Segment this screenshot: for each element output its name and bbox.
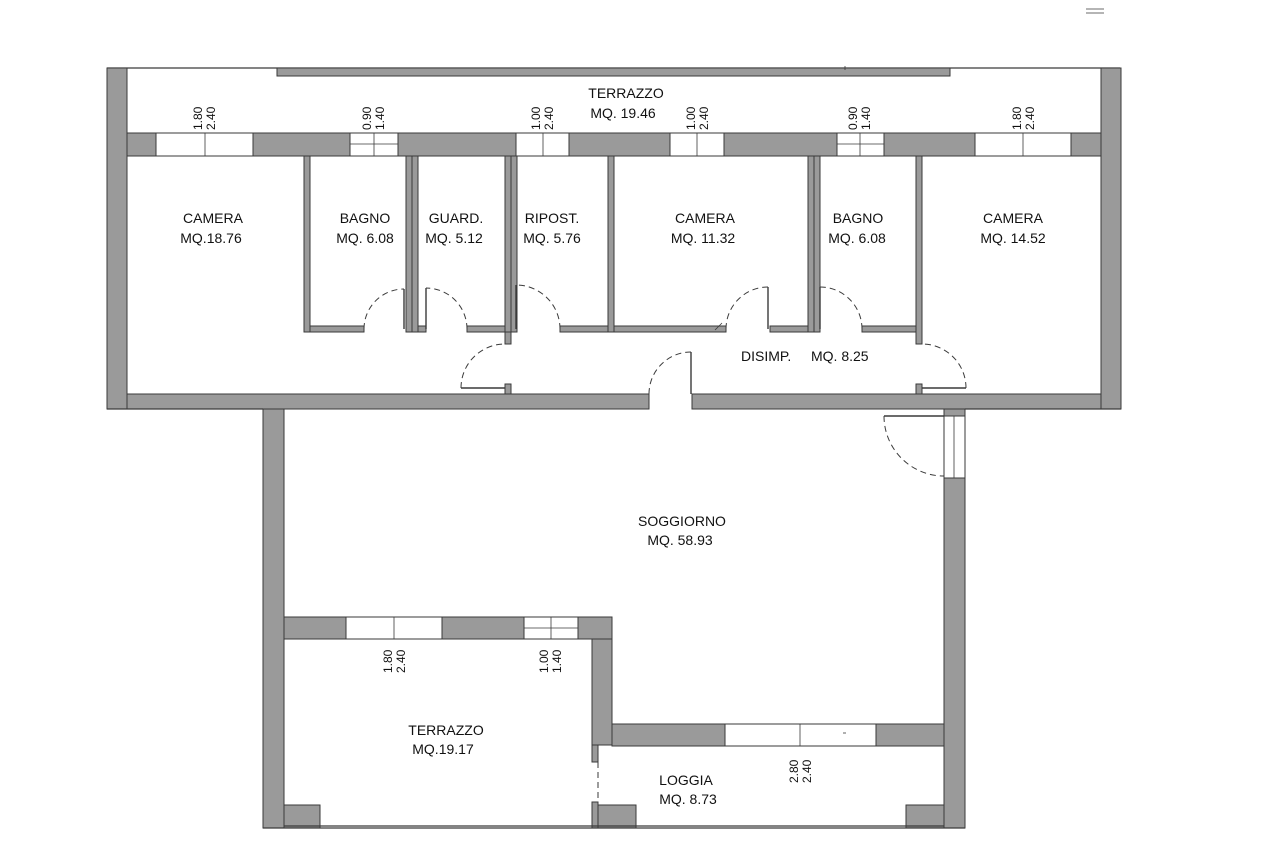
camera-3-name: CAMERA	[983, 210, 1044, 226]
dim-w4-b: 2.40	[697, 106, 711, 130]
dim-w9-a: 2.80	[787, 759, 801, 783]
bagno-2-name: BAGNO	[833, 210, 884, 226]
dim-w7-a: 1.80	[381, 649, 395, 673]
dim-w8-a: 1.00	[537, 649, 551, 673]
terrace-wall	[126, 132, 1102, 157]
guard-area: MQ. 5.12	[425, 230, 483, 246]
dim-w6-a: 1.80	[1010, 106, 1024, 130]
dim-w1-b: 2.40	[204, 106, 218, 130]
upper-terrace-outline	[107, 66, 1120, 77]
guard-name: GUARD.	[429, 210, 483, 226]
soggiorno-name: SOGGIORNO	[638, 513, 726, 529]
loggia-area: MQ. 8.73	[659, 791, 717, 807]
corridor-wall	[107, 393, 1121, 410]
bagno-2-area: MQ. 6.08	[828, 230, 886, 246]
disimp-name: DISIMP.	[741, 348, 791, 364]
terrazzo-bottom-name: TERRAZZO	[408, 722, 484, 738]
soggiorno-area: MQ. 58.93	[647, 532, 713, 548]
corner-mark	[1086, 8, 1104, 14]
ripost-area: MQ. 5.76	[523, 230, 581, 246]
window-dimensions: 1.80 2.40 0.90 1.40 1.00 2.40 1.00 2.40 …	[191, 106, 1037, 783]
dim-w3-a: 1.00	[529, 106, 543, 130]
camera-1-area: MQ.18.76	[180, 230, 242, 246]
camera-2-area: MQ. 11.32	[671, 230, 736, 246]
terrazzo-bottom-area: MQ.19.17	[412, 741, 474, 757]
interior-partitions	[303, 155, 923, 395]
dim-w2-a: 0.90	[360, 106, 374, 130]
bagno-1-name: BAGNO	[340, 210, 391, 226]
camera-3-area: MQ. 14.52	[980, 230, 1046, 246]
terrace-windows	[155, 132, 1072, 157]
west-wall	[106, 67, 128, 410]
camera-1-name: CAMERA	[183, 210, 244, 226]
dim-w1-a: 1.80	[191, 106, 205, 130]
dim-w3-b: 2.40	[542, 106, 556, 130]
loggia-name: LOGGIA	[659, 772, 713, 788]
lower-walls	[262, 408, 966, 829]
dim-w6-b: 2.40	[1023, 106, 1037, 130]
dim-w2-b: 1.40	[373, 106, 387, 130]
terrazzo-top-area: MQ. 19.46	[590, 105, 656, 121]
terrazzo-top-name: TERRAZZO	[588, 85, 664, 101]
east-wall	[1100, 67, 1122, 410]
camera-2-name: CAMERA	[675, 210, 736, 226]
disimp-area: MQ. 8.25	[811, 348, 869, 364]
dim-w7-b: 2.40	[394, 649, 408, 673]
ripost-name: RIPOST.	[525, 210, 579, 226]
doors	[363, 284, 967, 802]
dim-w9-b: 2.40	[800, 759, 814, 783]
dim-w8-b: 1.40	[550, 649, 564, 673]
dim-w5-b: 1.40	[859, 106, 873, 130]
bagno-1-area: MQ. 6.08	[336, 230, 394, 246]
dim-w4-a: 1.00	[684, 106, 698, 130]
dim-w5-a: 0.90	[846, 106, 860, 130]
room-labels: TERRAZZO MQ. 19.46 CAMERA MQ.18.76 BAGNO…	[180, 85, 1046, 807]
